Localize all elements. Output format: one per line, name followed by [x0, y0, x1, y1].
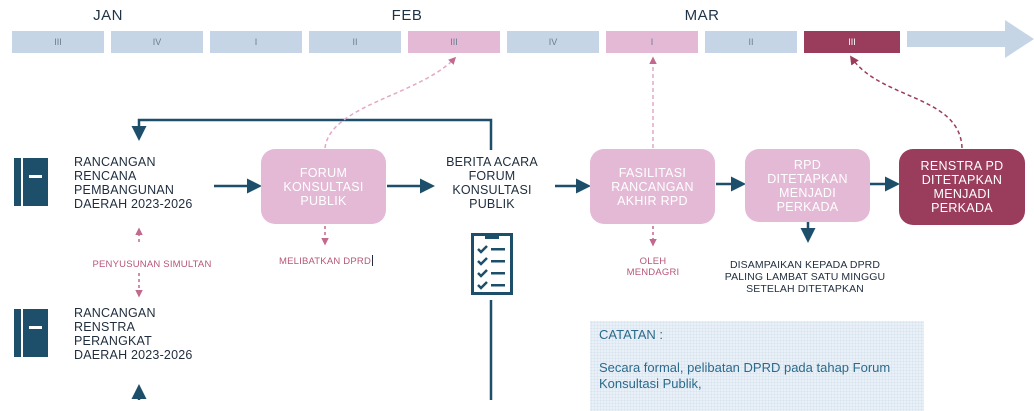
- berita-line-2: FORUM: [468, 169, 516, 183]
- forum-line-1: FORUM: [299, 165, 348, 180]
- rpd-draft-label: RANCANGAN RENCANA PEMBANGUNAN DAERAH 202…: [74, 155, 193, 211]
- timeline-arrow: [907, 20, 1034, 58]
- rpd-perkada-line-3: MENJADI: [779, 185, 836, 200]
- fasilitasi-box: FASILITASI RANCANGAN AKHIR RPD: [590, 149, 715, 224]
- rpd-perkada-line-1: RPD: [793, 157, 822, 172]
- rpd-draft-line-2: RENCANA: [74, 169, 137, 183]
- rpd-draft-line-1: RANCANGAN: [74, 155, 156, 169]
- fasilitasi-line-3: AKHIR RPD: [617, 193, 688, 208]
- renstra-perkada-line-4: PERKADA: [931, 201, 993, 215]
- week-cell-feb-3: III: [408, 31, 500, 53]
- submission-line-2: PALING LAMBAT SATU MINGGU: [724, 271, 886, 283]
- week-cell-jan-4: IV: [111, 31, 203, 53]
- feedback-line: [131, 118, 493, 150]
- week-cell-jan-3: III: [12, 31, 104, 53]
- month-feb: FEB: [391, 7, 423, 24]
- fasilitasi-line-2: RANCANGAN: [611, 179, 694, 194]
- renstra-draft-line-4: DAERAH 2023-2026: [74, 348, 193, 362]
- mendagri-line-2: MENDAGRI: [626, 267, 680, 278]
- dprd-involvement-text: MELIBATKAN DPRD: [278, 256, 372, 267]
- dprd-involvement-note: MELIBATKAN DPRD: [262, 255, 390, 267]
- berita-line-4: PUBLIK: [469, 197, 515, 211]
- catatan-body: Secara formal, pelibatan DPRD pada tahap…: [599, 360, 891, 391]
- month-mar: MAR: [684, 7, 720, 24]
- submission-line-1: DISAMPAIKAN KEPADA DPRD: [729, 259, 881, 271]
- rpd-draft-line-4: DAERAH 2023-2026: [74, 197, 193, 211]
- forum-line-3: PUBLIK: [300, 193, 347, 208]
- week-cell-mar-3: III: [804, 31, 900, 53]
- rpd-perkada-box: RPD DITETAPKAN MENJADI PERKADA: [745, 149, 870, 222]
- catatan-box: CATATAN : Secara formal, pelibatan DPRD …: [590, 321, 924, 411]
- week-cell-feb-1: I: [210, 31, 302, 53]
- rpd-perkada-line-2: DITETAPKAN: [767, 171, 848, 186]
- simultan-note: PENYUSUNAN SIMULTAN: [92, 259, 212, 270]
- fasilitasi-line-1: FASILITASI: [618, 165, 687, 180]
- book-icon: [14, 158, 48, 206]
- book-icon: [14, 309, 48, 357]
- renstra-perkada-line-1: RENSTRA PD: [920, 159, 1004, 173]
- forum-konsultasi-box: FORUM KONSULTASI PUBLIK: [261, 149, 386, 224]
- forum-line-2: KONSULTASI: [283, 179, 364, 194]
- renstra-draft-line-3: PERANGKAT: [74, 334, 152, 348]
- week-cell-feb-2: II: [309, 31, 401, 53]
- text-cursor: [372, 255, 374, 266]
- renstra-draft-label: RANCANGAN RENSTRA PERANGKAT DAERAH 2023-…: [74, 306, 193, 362]
- berita-acara-label: BERITA ACARA FORUM KONSULTASI PUBLIK: [432, 155, 552, 211]
- renstra-perkada-line-3: MENJADI: [933, 187, 991, 201]
- berita-line-3: KONSULTASI: [452, 183, 532, 197]
- berita-line-1: BERITA ACARA: [446, 155, 538, 169]
- renstra-perkada-box: RENSTRA PD DITETAPKAN MENJADI PERKADA: [899, 149, 1025, 225]
- mendagri-note: OLEH MENDAGRI: [613, 256, 693, 278]
- submission-note: DISAMPAIKAN KEPADA DPRD PALING LAMBAT SA…: [700, 259, 910, 295]
- checklist-icon: [471, 233, 513, 295]
- rpd-perkada-line-4: PERKADA: [776, 199, 839, 214]
- month-jan: JAN: [93, 7, 123, 24]
- week-cell-feb-4: IV: [507, 31, 599, 53]
- renstra-draft-line-1: RANCANGAN: [74, 306, 156, 320]
- renstra-perkada-line-2: DITETAPKAN: [921, 173, 1003, 187]
- mendagri-line-1: OLEH: [639, 256, 667, 267]
- catatan-title: CATATAN :: [599, 327, 664, 342]
- flow-connectors: [131, 55, 963, 400]
- week-cell-mar-1: I: [606, 31, 698, 53]
- rpd-draft-line-3: PEMBANGUNAN: [74, 183, 175, 197]
- dashed-renstra-to-mar3: [849, 55, 963, 149]
- week-cell-mar-2: II: [705, 31, 797, 53]
- dashed-forum-to-feb3: [324, 56, 457, 149]
- submission-line-3: SETELAH DITETAPKAN: [746, 283, 864, 295]
- renstra-draft-line-2: RENSTRA: [74, 320, 136, 334]
